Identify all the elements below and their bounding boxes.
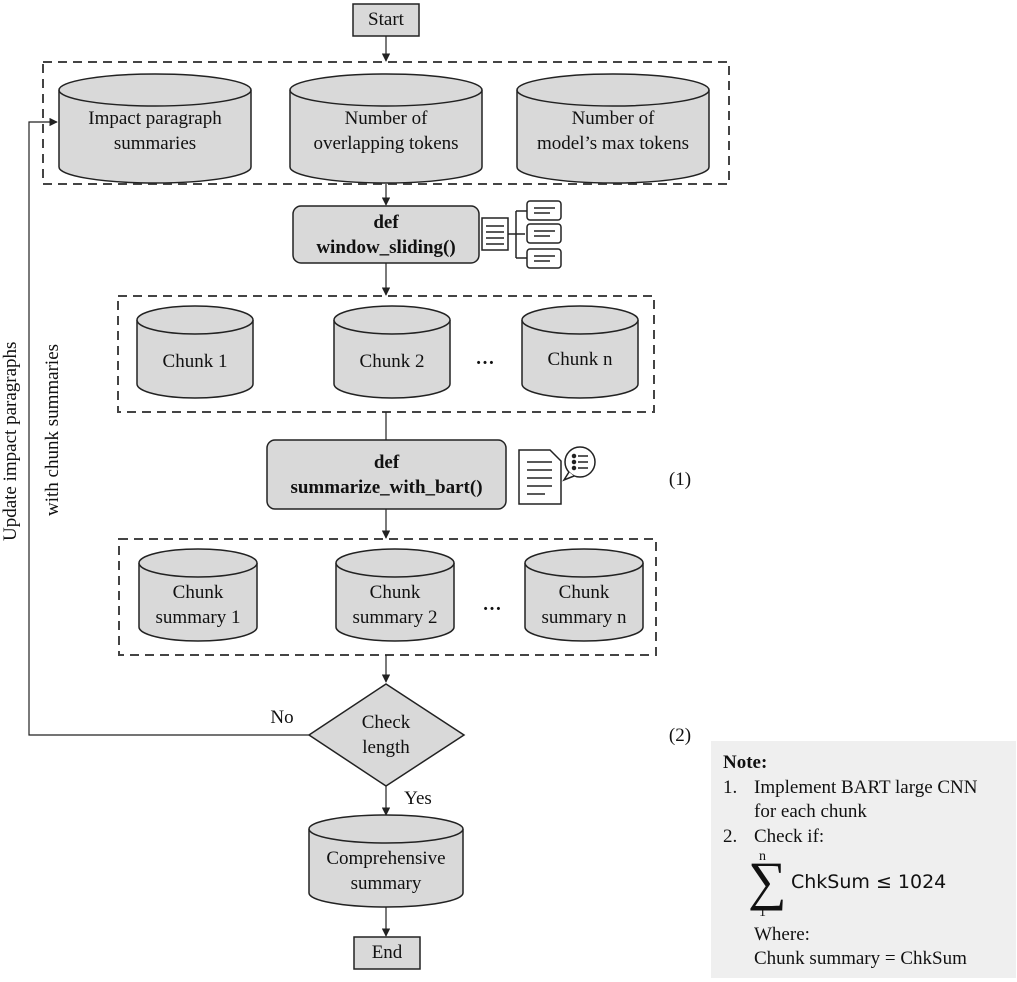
feedback-label-line1: Update impact paragraphs (0, 341, 21, 541)
chunk-1-label: Chunk 1 (162, 351, 228, 372)
feedback-label-line2: with chunk summaries (42, 343, 63, 516)
chunk-n-label: Chunk n (547, 349, 613, 370)
cylinder-impact-paragraphs (58, 73, 252, 184)
cylinder-chunk-2 (333, 305, 451, 399)
cylinder-summary-2 (335, 548, 455, 642)
summary-document-icon (518, 446, 596, 505)
marker-1: (1) (668, 469, 692, 490)
note-item1-number: 1. (723, 777, 738, 798)
cylinder-chunk-n (521, 305, 639, 399)
summaries-group-frame (118, 538, 657, 656)
no-branch-label: No (270, 707, 294, 728)
note-item2-text: Check if: (754, 826, 825, 847)
note-item1-line2: for each chunk (754, 801, 867, 822)
marker-2: (2) (668, 725, 692, 746)
sum-lower-limit: 1 (759, 905, 766, 920)
yes-branch-label: Yes (404, 788, 432, 809)
note-item2-number: 2. (723, 826, 738, 847)
cylinder-chunk-1 (136, 305, 254, 399)
end-terminal (353, 936, 421, 970)
note-where: Where: (754, 924, 810, 945)
sum-upper-limit: n (759, 849, 766, 864)
cylinder-summary-1 (138, 548, 258, 642)
summaries-ellipsis: … (482, 594, 502, 615)
chunk-2-label: Chunk 2 (359, 351, 425, 372)
note-title: Note: (723, 752, 768, 773)
note-panel: Note: 1. Implement BART large CNN for ea… (711, 741, 1016, 978)
cylinder-summary-n (524, 548, 644, 642)
note-definition: Chunk summary = ChkSum (754, 948, 967, 969)
end-label: End (371, 942, 403, 963)
start-label: Start (368, 9, 404, 30)
feedback-loop-connector (28, 117, 309, 736)
cylinder-max-tokens (516, 73, 710, 184)
start-terminal (352, 3, 420, 37)
chunks-ellipsis: … (475, 348, 495, 369)
cylinder-overlapping-tokens (289, 73, 483, 184)
sigma-symbol: ∑ (748, 851, 787, 911)
cylinder-comprehensive-summary (308, 814, 464, 908)
note-item1-line1: Implement BART large CNN (754, 777, 978, 798)
document-split-icon (481, 200, 562, 269)
sum-expression: ChkSum ≤ 1024 (791, 871, 947, 893)
